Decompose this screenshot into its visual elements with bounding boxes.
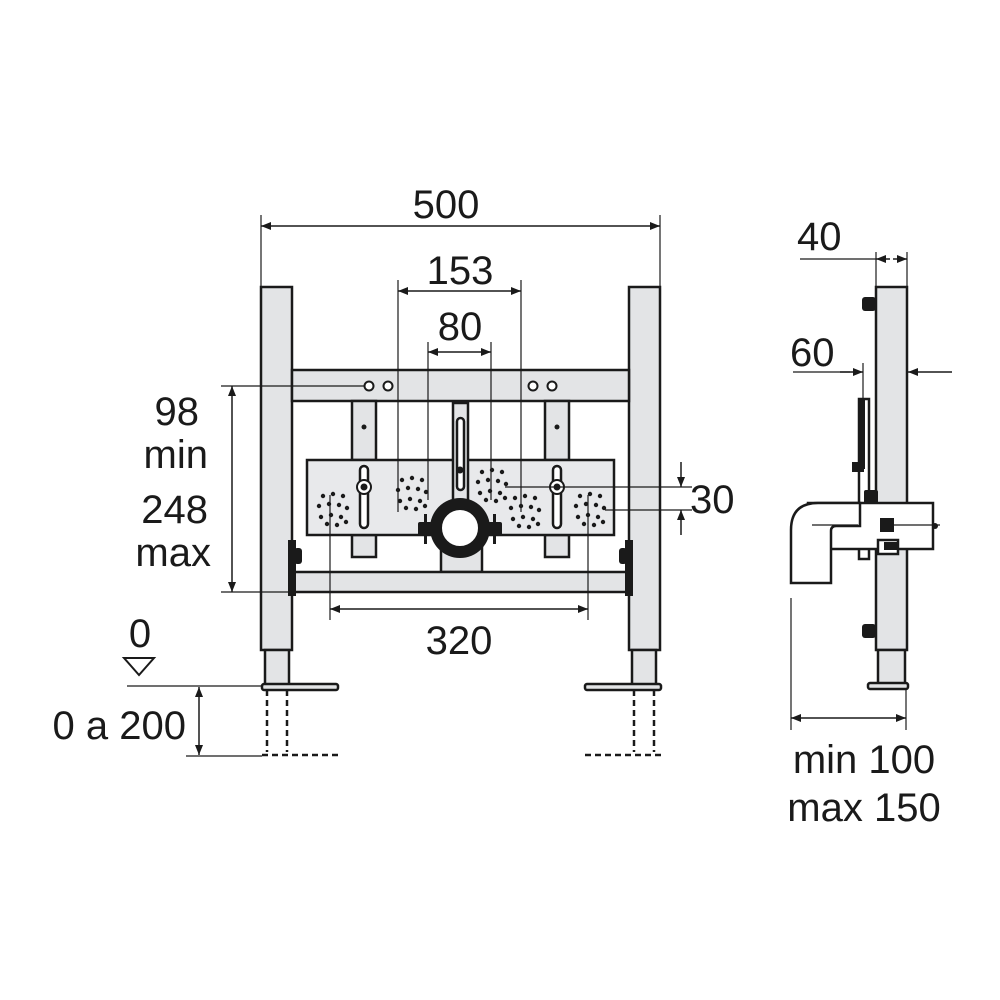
height-min-value: 98 (154, 390, 200, 434)
perforation-dot (483, 497, 489, 503)
perforation-dot (495, 478, 501, 484)
bottom-crossbar (290, 570, 631, 594)
perforation-dot (528, 504, 534, 510)
perforation-dot (413, 506, 419, 512)
perforation-dot (415, 486, 421, 492)
perforation-dot (573, 503, 579, 509)
perforation-dot (477, 490, 483, 496)
perforation-dot (535, 521, 541, 527)
perforation-dot (595, 514, 601, 520)
perforation-dot (587, 491, 593, 497)
perforation-dot (575, 514, 581, 520)
front-view (121, 215, 692, 757)
perforation-dot (318, 514, 324, 520)
floor-level-triangle (121, 657, 157, 677)
perforation-dot (422, 503, 428, 509)
perforation-dot (516, 523, 522, 529)
perforation-dot (503, 481, 509, 487)
perforation-dot (600, 519, 606, 525)
perforation-dot (512, 495, 518, 501)
left-upright (259, 285, 294, 652)
perforation-dot (520, 514, 526, 520)
dim-60-label: 60 (790, 331, 835, 375)
perforation-dot (343, 519, 349, 525)
perforation-dot (502, 495, 508, 501)
perforation-dot (409, 475, 415, 481)
perforation-dot (340, 493, 346, 499)
perforation-dot (526, 524, 532, 530)
dim-153-label: 153 (426, 249, 494, 293)
right-upright (627, 285, 662, 652)
perforation-dot (497, 490, 503, 496)
side-upright (874, 285, 909, 652)
perforation-dot (522, 493, 528, 499)
perforation-dot (399, 477, 405, 483)
dim-40-label: 40 (797, 215, 842, 259)
perforation-dot (581, 521, 587, 527)
right-hanger (543, 399, 571, 462)
left-foot (263, 648, 291, 688)
dim-500-label: 500 (412, 183, 480, 227)
side-foot (876, 648, 907, 686)
perforation-dot (532, 495, 538, 501)
perforation-dot (499, 469, 505, 475)
dim-30-label: 30 (690, 478, 735, 522)
elbow-pipe (789, 501, 862, 585)
perforation-dot (336, 502, 342, 508)
perforation-dot (403, 505, 409, 511)
perforation-dot (485, 477, 491, 483)
perforation-dot (601, 505, 607, 511)
foot-range-label: 0 a 200 (52, 704, 186, 748)
perforation-dot (419, 477, 425, 483)
perforation-dot (479, 469, 485, 475)
perforation-dot (508, 505, 514, 511)
perforation-dot (405, 485, 411, 491)
perforation-dot (597, 493, 603, 499)
perforation-dot (397, 498, 403, 504)
floor-level-label: 0 (128, 612, 152, 656)
side-view (789, 252, 952, 730)
perforation-dot (493, 498, 499, 504)
left-hanger (350, 399, 378, 462)
perforation-dot (423, 489, 429, 495)
perforation-dot (320, 493, 326, 499)
perforation-dot (330, 491, 336, 497)
perforation-dot (338, 514, 344, 520)
wall-min-label: min 100 (792, 738, 936, 782)
perforation-dot (577, 493, 583, 499)
perforation-dot (591, 522, 597, 528)
perforation-dot (316, 503, 322, 509)
perforation-dot (593, 502, 599, 508)
perforation-dot (334, 522, 340, 528)
perforation-dot (475, 479, 481, 485)
perforation-dot (510, 516, 516, 522)
wall-max-label: max 150 (787, 786, 941, 830)
perforation-dot (583, 501, 589, 507)
dim-80-label: 80 (437, 305, 483, 349)
dim-320-label: 320 (425, 619, 493, 663)
right-foot (630, 648, 658, 688)
perforation-dot (417, 498, 423, 504)
perforation-dot (536, 507, 542, 513)
height-min-word: min (143, 433, 208, 477)
perforation-dot (407, 496, 413, 502)
perforation-dot (324, 521, 330, 527)
height-max-word: max (135, 531, 211, 575)
perforation-dot (530, 516, 536, 522)
perforation-dot (344, 505, 350, 511)
height-max-value: 248 (141, 488, 208, 532)
